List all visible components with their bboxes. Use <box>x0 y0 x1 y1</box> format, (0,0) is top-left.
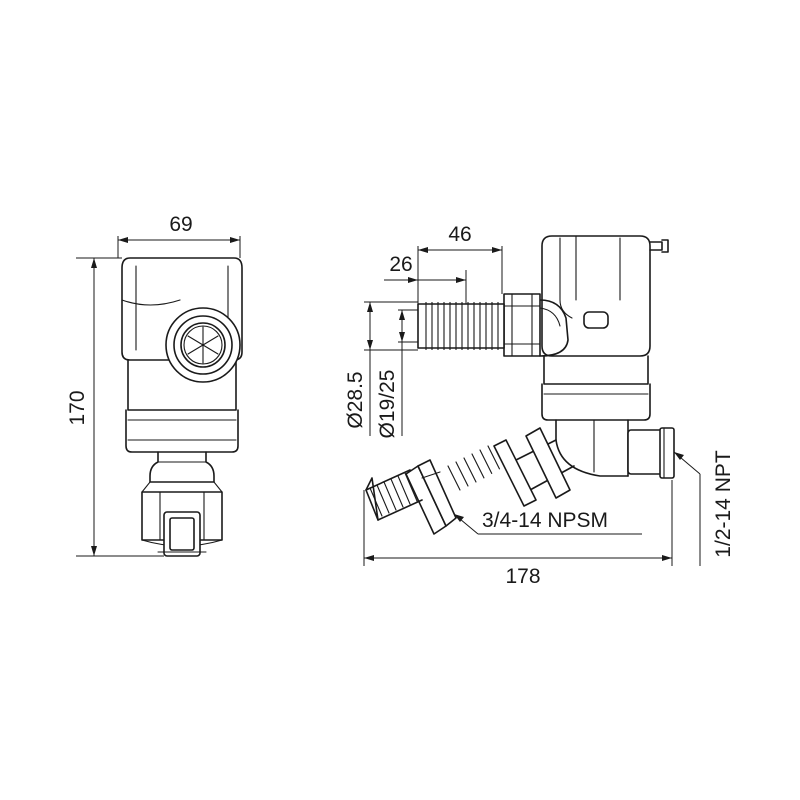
width-label: 69 <box>169 213 192 236</box>
dimension-hose-length: 26 <box>384 253 467 304</box>
outlet-length-label: 46 <box>448 223 471 246</box>
dimension-hose-diameter: Ø28.5 Ø19/25 <box>344 301 418 439</box>
dimension-height: 170 <box>66 257 164 557</box>
dimension-outlet-length: 46 <box>417 223 503 304</box>
side-thread-callout: 1/2-14 NPT <box>673 450 735 566</box>
hose-inner-diameter-label: Ø19/25 <box>376 370 399 439</box>
total-length-label: 178 <box>505 565 540 588</box>
dimension-total-length: 178 <box>363 480 673 588</box>
hose-outer-diameter-label: Ø28.5 <box>344 371 367 428</box>
height-label: 170 <box>66 390 89 425</box>
inlet-thread-callout: 3/4-14 NPSM <box>453 509 642 535</box>
inlet-thread-label: 3/4-14 NPSM <box>482 509 608 532</box>
front-view <box>121 257 243 557</box>
hose-length-label: 26 <box>389 253 412 276</box>
side-thread-label: 1/2-14 NPT <box>712 450 735 558</box>
dimension-width: 69 <box>117 213 241 258</box>
side-view <box>365 235 675 535</box>
